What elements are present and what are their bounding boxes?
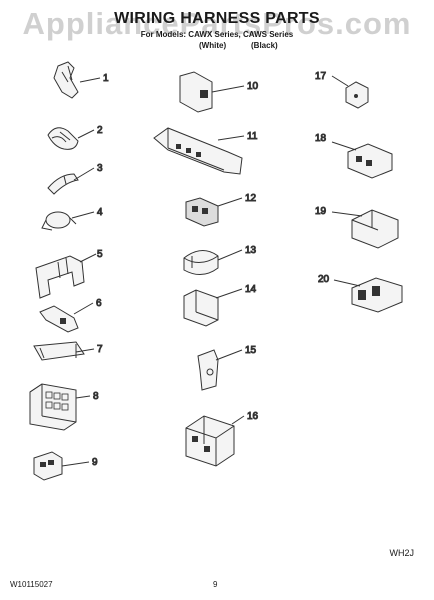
part-12-callout: 12 <box>245 193 257 204</box>
part-10-callout: 10 <box>247 81 259 92</box>
part-15-illustration: 15 <box>197 345 257 391</box>
part-2-illustration: 2 <box>47 125 104 150</box>
part-12-illustration: 12 <box>185 193 257 227</box>
part-3-callout: 3 <box>97 163 103 174</box>
part-20-illustration: 20 <box>318 274 403 313</box>
part-14-illustration: 14 <box>183 284 257 327</box>
color-label-black: (Black) <box>251 41 278 50</box>
part-15-callout: 15 <box>245 345 257 356</box>
part-2-callout: 2 <box>97 125 103 136</box>
page-code: WH2J <box>389 548 415 558</box>
part-4-callout: 4 <box>97 207 103 218</box>
part-3-illustration: 3 <box>47 163 104 195</box>
part-5-illustration: 5 <box>35 249 104 299</box>
part-9-callout: 9 <box>92 457 98 468</box>
part-6-callout: 6 <box>96 298 102 309</box>
part-1-callout: 1 <box>103 73 109 84</box>
part-18-illustration: 18 <box>315 133 393 179</box>
part-13-callout: 13 <box>245 245 257 256</box>
part-8-callout: 8 <box>93 391 99 402</box>
part-1-illustration: 1 <box>53 61 110 99</box>
part-7-illustration: 7 <box>33 341 104 361</box>
color-label-white: (White) <box>199 41 227 50</box>
part-14-callout: 14 <box>245 284 257 295</box>
part-9-illustration: 9 <box>33 451 99 481</box>
part-16-callout: 16 <box>247 411 259 422</box>
part-10-illustration: 10 <box>179 71 259 113</box>
part-4-illustration: 4 <box>41 207 104 231</box>
part-11-callout: 11 <box>247 131 258 142</box>
page-title: WIRING HARNESS PARTS <box>114 10 320 27</box>
page-number: 9 <box>213 580 218 589</box>
part-19-illustration: 19 <box>315 206 399 249</box>
part-11-illustration: 11 <box>153 127 258 175</box>
part-5-callout: 5 <box>97 249 103 260</box>
part-18-callout: 18 <box>315 133 327 144</box>
part-20-callout: 20 <box>318 274 330 285</box>
part-7-callout: 7 <box>97 344 103 355</box>
part-number: W10115027 <box>10 580 53 589</box>
part-17-callout: 17 <box>315 71 327 82</box>
part-16-illustration: 16 <box>185 411 259 467</box>
models-line: For Models: CAWX Series, CAWS Series <box>140 30 294 39</box>
part-13-illustration: 13 <box>183 245 257 275</box>
part-17-illustration: 17 <box>315 71 369 109</box>
part-6-illustration: 6 <box>39 298 103 333</box>
part-19-callout: 19 <box>315 206 327 217</box>
part-8-illustration: 8 <box>29 383 100 431</box>
